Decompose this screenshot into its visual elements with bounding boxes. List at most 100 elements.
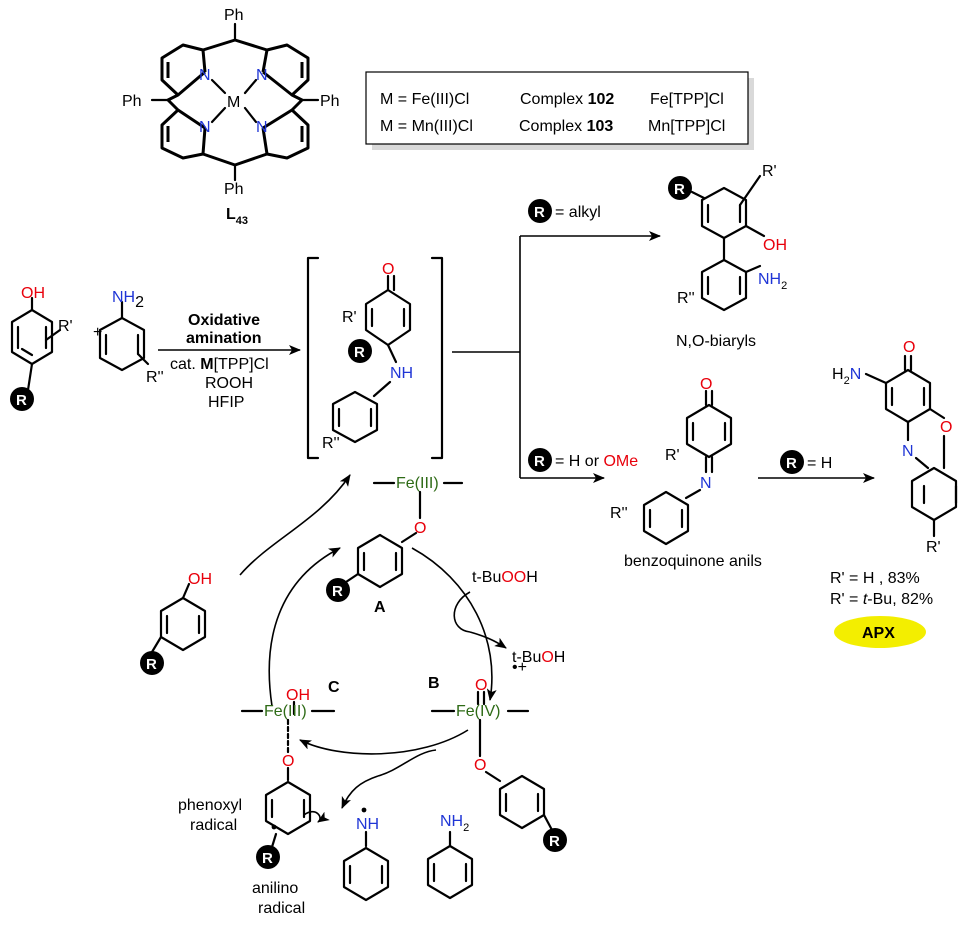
r-group-badge xyxy=(348,339,372,363)
r-group-label: R xyxy=(146,656,157,673)
apx-n-ring: N xyxy=(902,443,914,460)
porphyrin-ligand: Ph Ph Ph Ph N N N N M L43 xyxy=(122,7,340,227)
radical-cation-label: •+ xyxy=(512,659,527,676)
ph-top-label: Ph xyxy=(224,7,244,24)
anilino-label1: anilino xyxy=(252,880,298,897)
cycle-arrow-c-to-a xyxy=(268,547,341,707)
phenol-oh-label: OH xyxy=(21,285,45,302)
complex-row1-name: Fe[TPP]Cl xyxy=(650,91,724,108)
biaryl-label: N,O-biaryls xyxy=(676,333,756,350)
apx-o-top: O xyxy=(903,339,915,356)
phenol-reactant: OH R' R xyxy=(10,285,73,411)
r-group-label: R xyxy=(786,455,797,472)
plus-sign: + xyxy=(93,324,102,341)
n-atom-label: N xyxy=(256,67,268,84)
intermediate-o-label: O xyxy=(382,261,394,278)
phenoxyl-label2: radical xyxy=(190,817,237,834)
r-group-label: R xyxy=(534,453,545,470)
ph-bottom-label: Ph xyxy=(224,181,244,198)
complex-table: M = Fe(III)Cl Complex 102 Fe[TPP]Cl M = … xyxy=(365,71,754,150)
ligand-label: L43 xyxy=(226,206,248,227)
complex-row2-metal: M = Mn(III)Cl xyxy=(380,118,473,135)
biaryl-r-double-prime: R'' xyxy=(677,290,695,307)
anil-r-prime: R' xyxy=(665,447,680,464)
aniline-reactant: NH2 R'' xyxy=(98,289,164,386)
r-group-badge xyxy=(528,448,552,472)
r-group-badge xyxy=(528,199,552,223)
cycle-arrow-b-to-c xyxy=(299,729,469,755)
r-group-label: R xyxy=(674,181,685,198)
complex-row1-metal: M = Fe(III)Cl xyxy=(380,91,469,108)
phenoxyl-label1: phenoxyl xyxy=(178,797,242,814)
r-group-label: R xyxy=(262,850,273,867)
cycle-phenol-oh: OH xyxy=(188,571,212,588)
cycle-o-b: O xyxy=(475,677,487,694)
conditions-line1: Oxidative xyxy=(188,312,260,329)
benzoquinone-anil: O R' N R'' benzoquinone anils xyxy=(610,376,762,570)
complex-row2-complex: Complex 103 xyxy=(519,118,613,135)
conditions-line5: HFIP xyxy=(208,394,244,411)
complex-row2-name: Mn[TPP]Cl xyxy=(648,118,725,135)
apx-badge-label: APX xyxy=(862,625,895,642)
apx-h2n-label: H2N xyxy=(832,366,861,387)
r-double-prime-label: R'' xyxy=(146,369,164,386)
apx-o-ring: O xyxy=(940,419,952,436)
r-group-label: R xyxy=(16,392,27,409)
intermediate: O R' R NH R'' xyxy=(306,256,444,460)
cycle-o-c: O xyxy=(282,753,294,770)
conditions-line2: amination xyxy=(186,330,262,347)
fe4-label: Fe(IV) xyxy=(456,703,500,720)
r-group-label: R xyxy=(534,204,545,221)
cycle-arrow-a-to-b xyxy=(411,547,497,701)
ph-left-label: Ph xyxy=(122,93,142,110)
h-branch-text: = H or OMe xyxy=(555,453,638,470)
apx-arrow-text: = H xyxy=(807,455,832,472)
complex-row1-complex: Complex 102 xyxy=(520,91,614,108)
r-group-label: R xyxy=(549,833,560,850)
label-b: B xyxy=(428,675,440,692)
r-group-label: R xyxy=(332,583,343,600)
fe3-c-label: Fe(III) xyxy=(264,703,307,720)
tbuoh-label: t-BuOH xyxy=(512,649,565,666)
r-group-label: R xyxy=(354,344,365,361)
metal-label: M xyxy=(227,94,240,111)
catalytic-cycle: Fe(III) O R A t-BuOOH t-BuOH OH R OH C xyxy=(140,474,567,917)
cycle-aniline-nh2: NH2 xyxy=(440,813,469,834)
phenol-entry-arrow xyxy=(239,474,351,576)
r-group-badge xyxy=(780,450,804,474)
apx-r-prime: R' xyxy=(926,539,941,556)
biaryl-nh2-label: NH2 xyxy=(758,271,787,292)
intermediate-r-prime: R' xyxy=(342,309,357,326)
r-group-badge xyxy=(10,387,34,411)
fe3-top-label: Fe(III) xyxy=(396,475,439,492)
anilino-label2: radical xyxy=(258,900,305,917)
biaryl-product: R R' OH NH2 R'' N,O-biaryls xyxy=(668,163,787,350)
n-atom-label: N xyxy=(256,119,268,136)
apx-yield1: R' = H , 83% xyxy=(830,570,920,587)
intermediate-r-double-prime: R'' xyxy=(322,435,340,452)
cycle-o-b-phenoxy: O xyxy=(474,757,486,774)
aniline-nh2-label: NH2 xyxy=(112,289,144,311)
label-c: C xyxy=(328,679,340,696)
apx-product: O H2N O N R' R' = H , 83% R' = t-Bu, 82%… xyxy=(830,339,958,648)
anilino-nh-label: NH xyxy=(356,816,379,833)
ph-right-label: Ph xyxy=(320,93,340,110)
biaryl-r-prime: R' xyxy=(762,163,777,180)
anil-label: benzoquinone anils xyxy=(624,553,762,570)
anil-r-double-prime: R'' xyxy=(610,505,628,522)
apx-yield2: R' = t-Bu, 82% xyxy=(830,591,933,608)
conditions-line4: ROOH xyxy=(205,375,253,392)
r-prime-label: R' xyxy=(58,318,73,335)
apx-badge xyxy=(834,616,926,648)
anil-o-label: O xyxy=(700,376,712,393)
n-atom-label: N xyxy=(199,67,211,84)
intermediate-nh-label: NH xyxy=(390,365,413,382)
cycle-o-top: O xyxy=(414,520,426,537)
label-a: A xyxy=(374,599,386,616)
biaryl-oh-label: OH xyxy=(763,237,787,254)
n-atom-label: N xyxy=(199,119,211,136)
cycle-oh-c: OH xyxy=(286,687,310,704)
conditions-line3: cat. M[TPP]Cl xyxy=(170,356,269,373)
anil-n-label: N xyxy=(700,475,712,492)
